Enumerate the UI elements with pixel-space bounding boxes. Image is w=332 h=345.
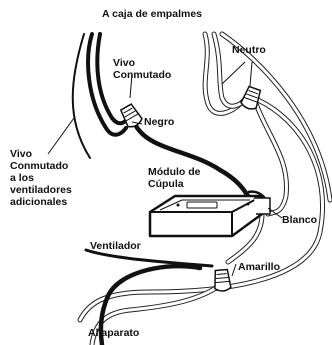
dome-module-icon bbox=[148, 190, 272, 238]
black-wire-ventilador bbox=[98, 263, 203, 345]
white-wires bbox=[77, 31, 332, 345]
leader-lines bbox=[47, 61, 283, 277]
black-wire-negro bbox=[133, 123, 251, 199]
black-wire-top-2 bbox=[95, 32, 130, 126]
label-neutral: Neutro bbox=[232, 44, 266, 56]
black-wires bbox=[71, 32, 251, 345]
label-switched-hot: Vivo Conmutado bbox=[113, 57, 172, 81]
label-yellow: Amarillo bbox=[238, 261, 281, 273]
wire-nut-icon bbox=[119, 85, 262, 292]
label-switched-hot-additional-fans: Vivo Conmutado a los ventiladores adicio… bbox=[10, 148, 72, 208]
black-wire-fan-lead bbox=[84, 248, 214, 268]
black-wire-top-1 bbox=[86, 32, 128, 137]
black-wire-additional bbox=[71, 33, 91, 159]
label-to-fixture: Al aparato bbox=[88, 327, 140, 339]
white-wire-outer-loop bbox=[219, 31, 332, 203]
label-junction-box: A caja de empalmes bbox=[102, 8, 202, 20]
label-black: Negro bbox=[144, 116, 175, 128]
label-dome-module: Módulo de Cúpula bbox=[148, 166, 201, 190]
label-white: Blanco bbox=[282, 214, 318, 226]
label-fan: Ventilador bbox=[90, 240, 141, 252]
